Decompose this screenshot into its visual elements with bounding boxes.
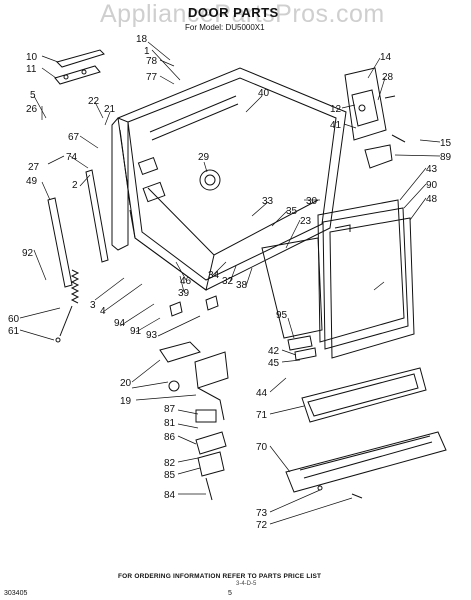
callout-41: 41 — [330, 120, 342, 131]
callout-93: 93 — [146, 330, 158, 341]
part-toe-kick-grille — [285, 431, 447, 499]
callout-94: 94 — [114, 318, 126, 329]
part-bottom-panel — [301, 367, 427, 423]
callout-45: 45 — [268, 358, 280, 369]
ordering-info-note: FOR ORDERING INFORMATION REFER TO PARTS … — [118, 573, 322, 580]
callout-33: 33 — [262, 196, 274, 207]
callout-89: 89 — [440, 152, 452, 163]
part-hinge-brackets — [169, 295, 317, 361]
part-side-trim-strips — [47, 169, 109, 288]
callout-21: 21 — [104, 104, 116, 115]
callout-23: 23 — [300, 216, 312, 227]
part-door-spring — [55, 269, 80, 343]
callout-46: 46 — [180, 276, 192, 287]
callout-43: 43 — [426, 164, 438, 175]
callout-48: 48 — [426, 194, 438, 205]
callout-60: 60 — [8, 314, 20, 325]
callout-numbers: 10 11 18 1 78 77 14 28 5 26 22 21 40 12 … — [8, 34, 452, 531]
callout-49: 49 — [26, 176, 38, 187]
callout-38: 38 — [236, 280, 248, 291]
part-latch-assembly — [344, 67, 406, 169]
part-inner-door-panel — [117, 67, 347, 291]
callout-39: 39 — [178, 288, 190, 299]
callout-44: 44 — [256, 388, 268, 399]
callout-32: 32 — [222, 276, 234, 287]
callout-1: 1 — [144, 46, 150, 57]
document-code: 303405 — [4, 590, 28, 597]
callout-15: 15 — [440, 138, 452, 149]
callout-11: 11 — [26, 64, 37, 75]
callout-35: 35 — [286, 206, 298, 217]
callout-95: 95 — [276, 310, 288, 321]
part-handle-bar — [54, 49, 105, 85]
callout-70: 70 — [256, 442, 268, 453]
callout-92: 92 — [22, 248, 34, 259]
diagram-title: DOOR PARTS — [188, 5, 279, 20]
callout-28: 28 — [382, 72, 394, 83]
callout-5: 5 — [30, 90, 36, 101]
callout-3: 3 — [90, 300, 96, 311]
callout-86: 86 — [164, 432, 176, 443]
callout-73: 73 — [256, 508, 268, 519]
callout-34: 34 — [208, 270, 220, 281]
watermark: AppliancePartsPros.com — [100, 0, 385, 28]
handwritten-note: 3-4-D-5 — [236, 581, 257, 587]
page-number: 5 — [228, 590, 232, 597]
callout-26: 26 — [26, 104, 38, 115]
callout-82: 82 — [164, 458, 176, 469]
callout-14: 14 — [380, 52, 392, 63]
callout-74: 74 — [66, 152, 78, 163]
callout-84: 84 — [164, 490, 176, 501]
callout-91: 91 — [130, 326, 142, 337]
callout-87: 87 — [164, 404, 176, 415]
callout-4: 4 — [100, 306, 106, 317]
callout-22: 22 — [88, 96, 100, 107]
callout-12: 12 — [330, 104, 342, 115]
callout-72: 72 — [256, 520, 268, 531]
callout-67: 67 — [68, 132, 80, 143]
callout-10: 10 — [26, 52, 38, 63]
callout-27: 27 — [28, 162, 40, 173]
part-outer-door-panels — [317, 199, 415, 359]
callout-20: 20 — [120, 378, 132, 389]
callout-leader-lines — [19, 41, 441, 525]
part-door-frame — [111, 117, 129, 251]
callout-18: 18 — [136, 34, 148, 45]
callout-81: 81 — [164, 418, 176, 429]
callout-78: 78 — [146, 56, 158, 67]
callout-85: 85 — [164, 470, 176, 481]
callout-29: 29 — [198, 152, 210, 163]
callout-71: 71 — [256, 410, 268, 421]
part-insulation-panel — [261, 237, 323, 339]
callout-40: 40 — [258, 88, 270, 99]
callout-19: 19 — [120, 396, 132, 407]
callout-2: 2 — [72, 180, 78, 191]
callout-30: 30 — [306, 196, 318, 207]
callout-61: 61 — [8, 326, 20, 337]
callout-77: 77 — [146, 72, 158, 83]
model-line: For Model: DU5000X1 — [185, 23, 265, 32]
callout-90: 90 — [426, 180, 438, 191]
part-vent-assembly — [159, 341, 229, 501]
callout-42: 42 — [268, 346, 280, 357]
